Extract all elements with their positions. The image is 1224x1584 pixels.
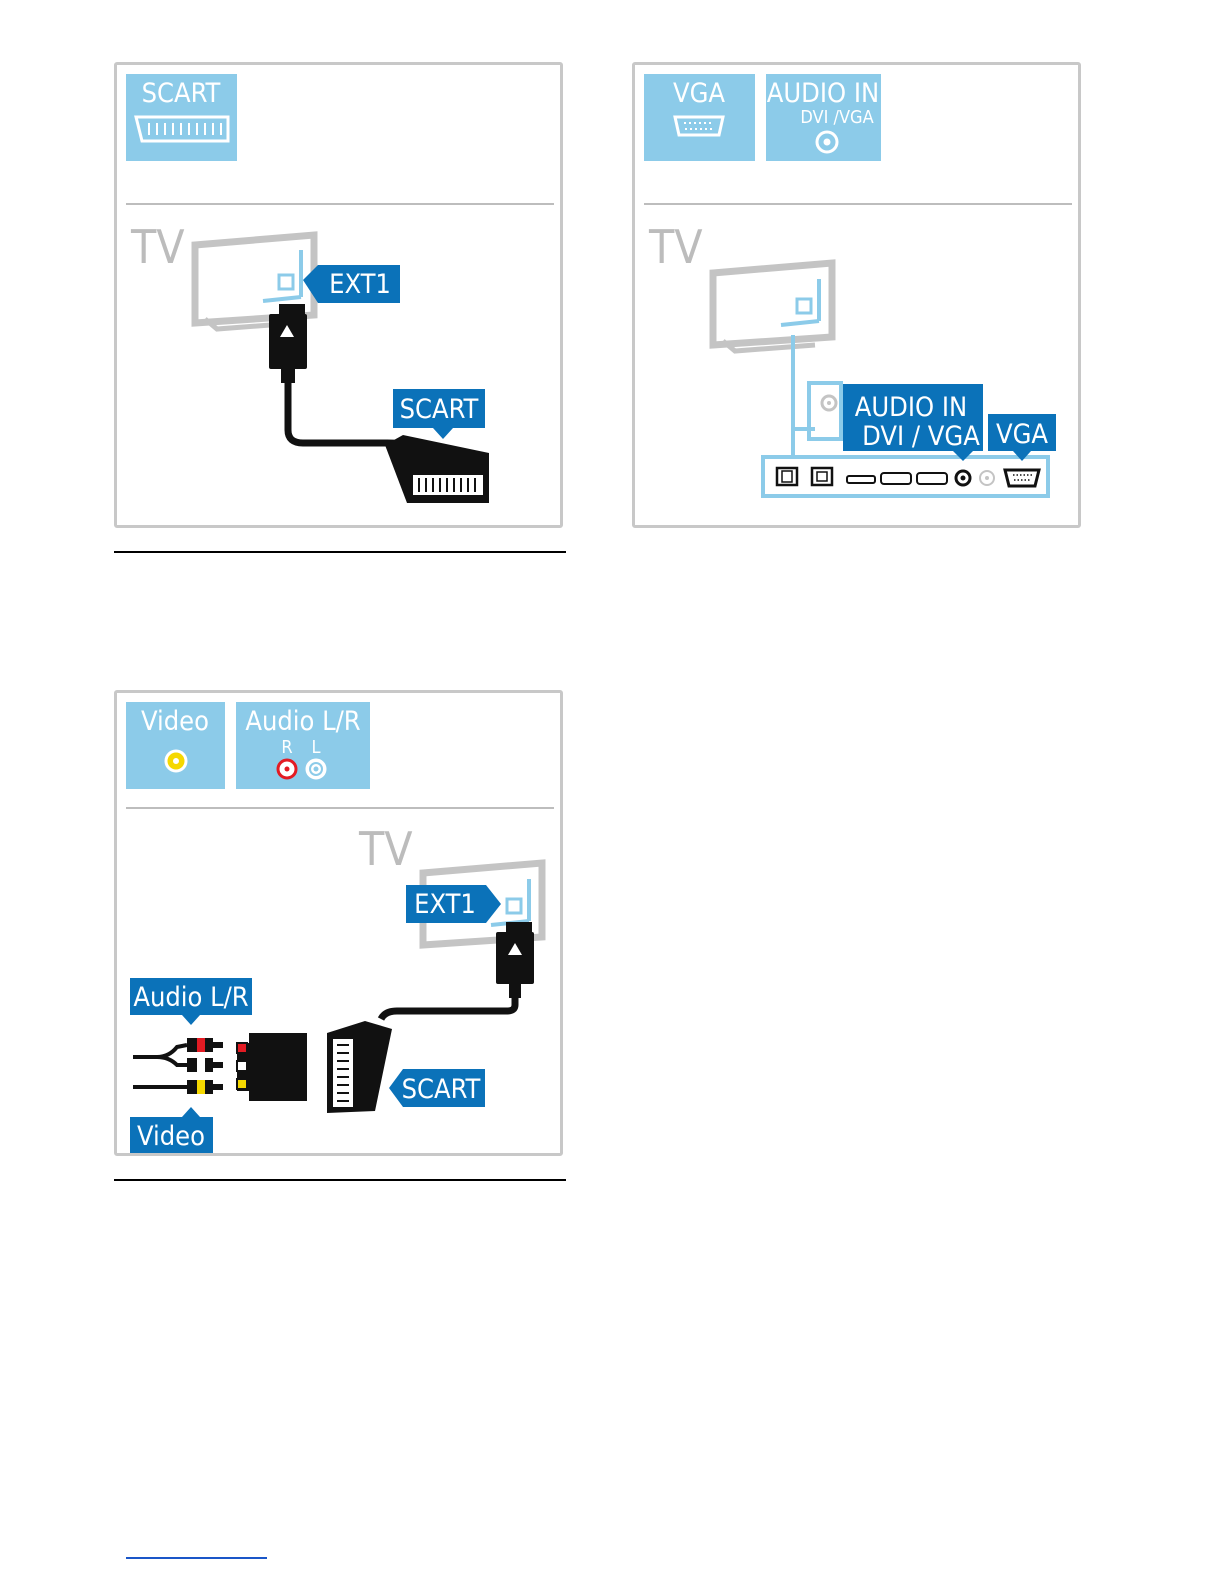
rca-cables [133, 1038, 223, 1094]
section-rule [114, 551, 566, 553]
av-scart-adapter-diagram: Video Audio L/R R L TV [114, 690, 563, 1156]
tv-label: TV [358, 822, 413, 876]
audio-lr-tile-label: Audio L/R [245, 706, 360, 737]
scart-cable-tag: SCART [393, 389, 485, 439]
audio-lr-tag-label: Audio L/R [133, 982, 248, 1013]
vga-tag-label: VGA [996, 419, 1048, 450]
audio-in-connector-tile: AUDIO IN DVI /VGA [766, 74, 881, 161]
audio-lr-connector-tile: Audio L/R R L [236, 702, 370, 789]
audio-r-label: R [281, 737, 292, 758]
scart-rca-adapter [237, 1033, 307, 1101]
audio-lr-tag: Audio L/R [130, 978, 252, 1025]
ext1-label: EXT1 [414, 889, 476, 920]
video-tag: Video [130, 1107, 213, 1153]
scart-connector-tile: SCART [126, 74, 237, 161]
video-tile-label: Video [141, 706, 209, 737]
white-rca-icon [307, 760, 325, 778]
tv-icon [713, 263, 832, 351]
av-diagram-svg: Video Audio L/R R L TV [117, 693, 560, 1153]
scart-cable-label: SCART [400, 394, 479, 425]
footnote-separator [126, 1557, 267, 1559]
vga-port-tag: VGA [988, 414, 1056, 461]
scart-cable-label: SCART [402, 1074, 481, 1105]
scart-tile-label: SCART [142, 78, 221, 109]
scart-diagram-svg: SCART TV [117, 65, 560, 525]
audio-in-port-tag: AUDIO IN DVI / VGA [843, 384, 983, 461]
audio-in-tile-label: AUDIO IN [767, 78, 879, 109]
tv-label: TV [648, 220, 703, 274]
video-connector-tile: Video [126, 702, 225, 789]
audio-in-tag-line1: AUDIO IN [855, 392, 967, 423]
vga-connector-tile: VGA [644, 74, 755, 161]
scart-connection-diagram: SCART TV [114, 62, 563, 528]
scart-cable-tag: SCART [389, 1069, 485, 1107]
ext1-tag: EXT1 [303, 265, 400, 303]
ext1-label: EXT1 [329, 269, 391, 300]
audio-in-tile-sublabel: DVI /VGA [800, 107, 873, 128]
section-rule [114, 1179, 566, 1181]
ext1-tag: EXT1 [406, 885, 501, 923]
red-rca-icon [278, 760, 296, 778]
video-tag-label: Video [137, 1121, 205, 1152]
vga-connection-diagram: VGA AUDIO IN DVI /VGA TV [632, 62, 1081, 528]
yellow-rca-icon [166, 751, 186, 771]
audio-l-label: L [311, 737, 320, 758]
vga-tile-label: VGA [673, 78, 725, 109]
tv-connector-panel [763, 457, 1048, 496]
vga-audio-cables [793, 335, 841, 458]
tv-label: TV [130, 220, 185, 274]
vga-diagram-svg: VGA AUDIO IN DVI /VGA TV [635, 65, 1078, 525]
audio-in-tag-line2: DVI / VGA [862, 421, 980, 452]
